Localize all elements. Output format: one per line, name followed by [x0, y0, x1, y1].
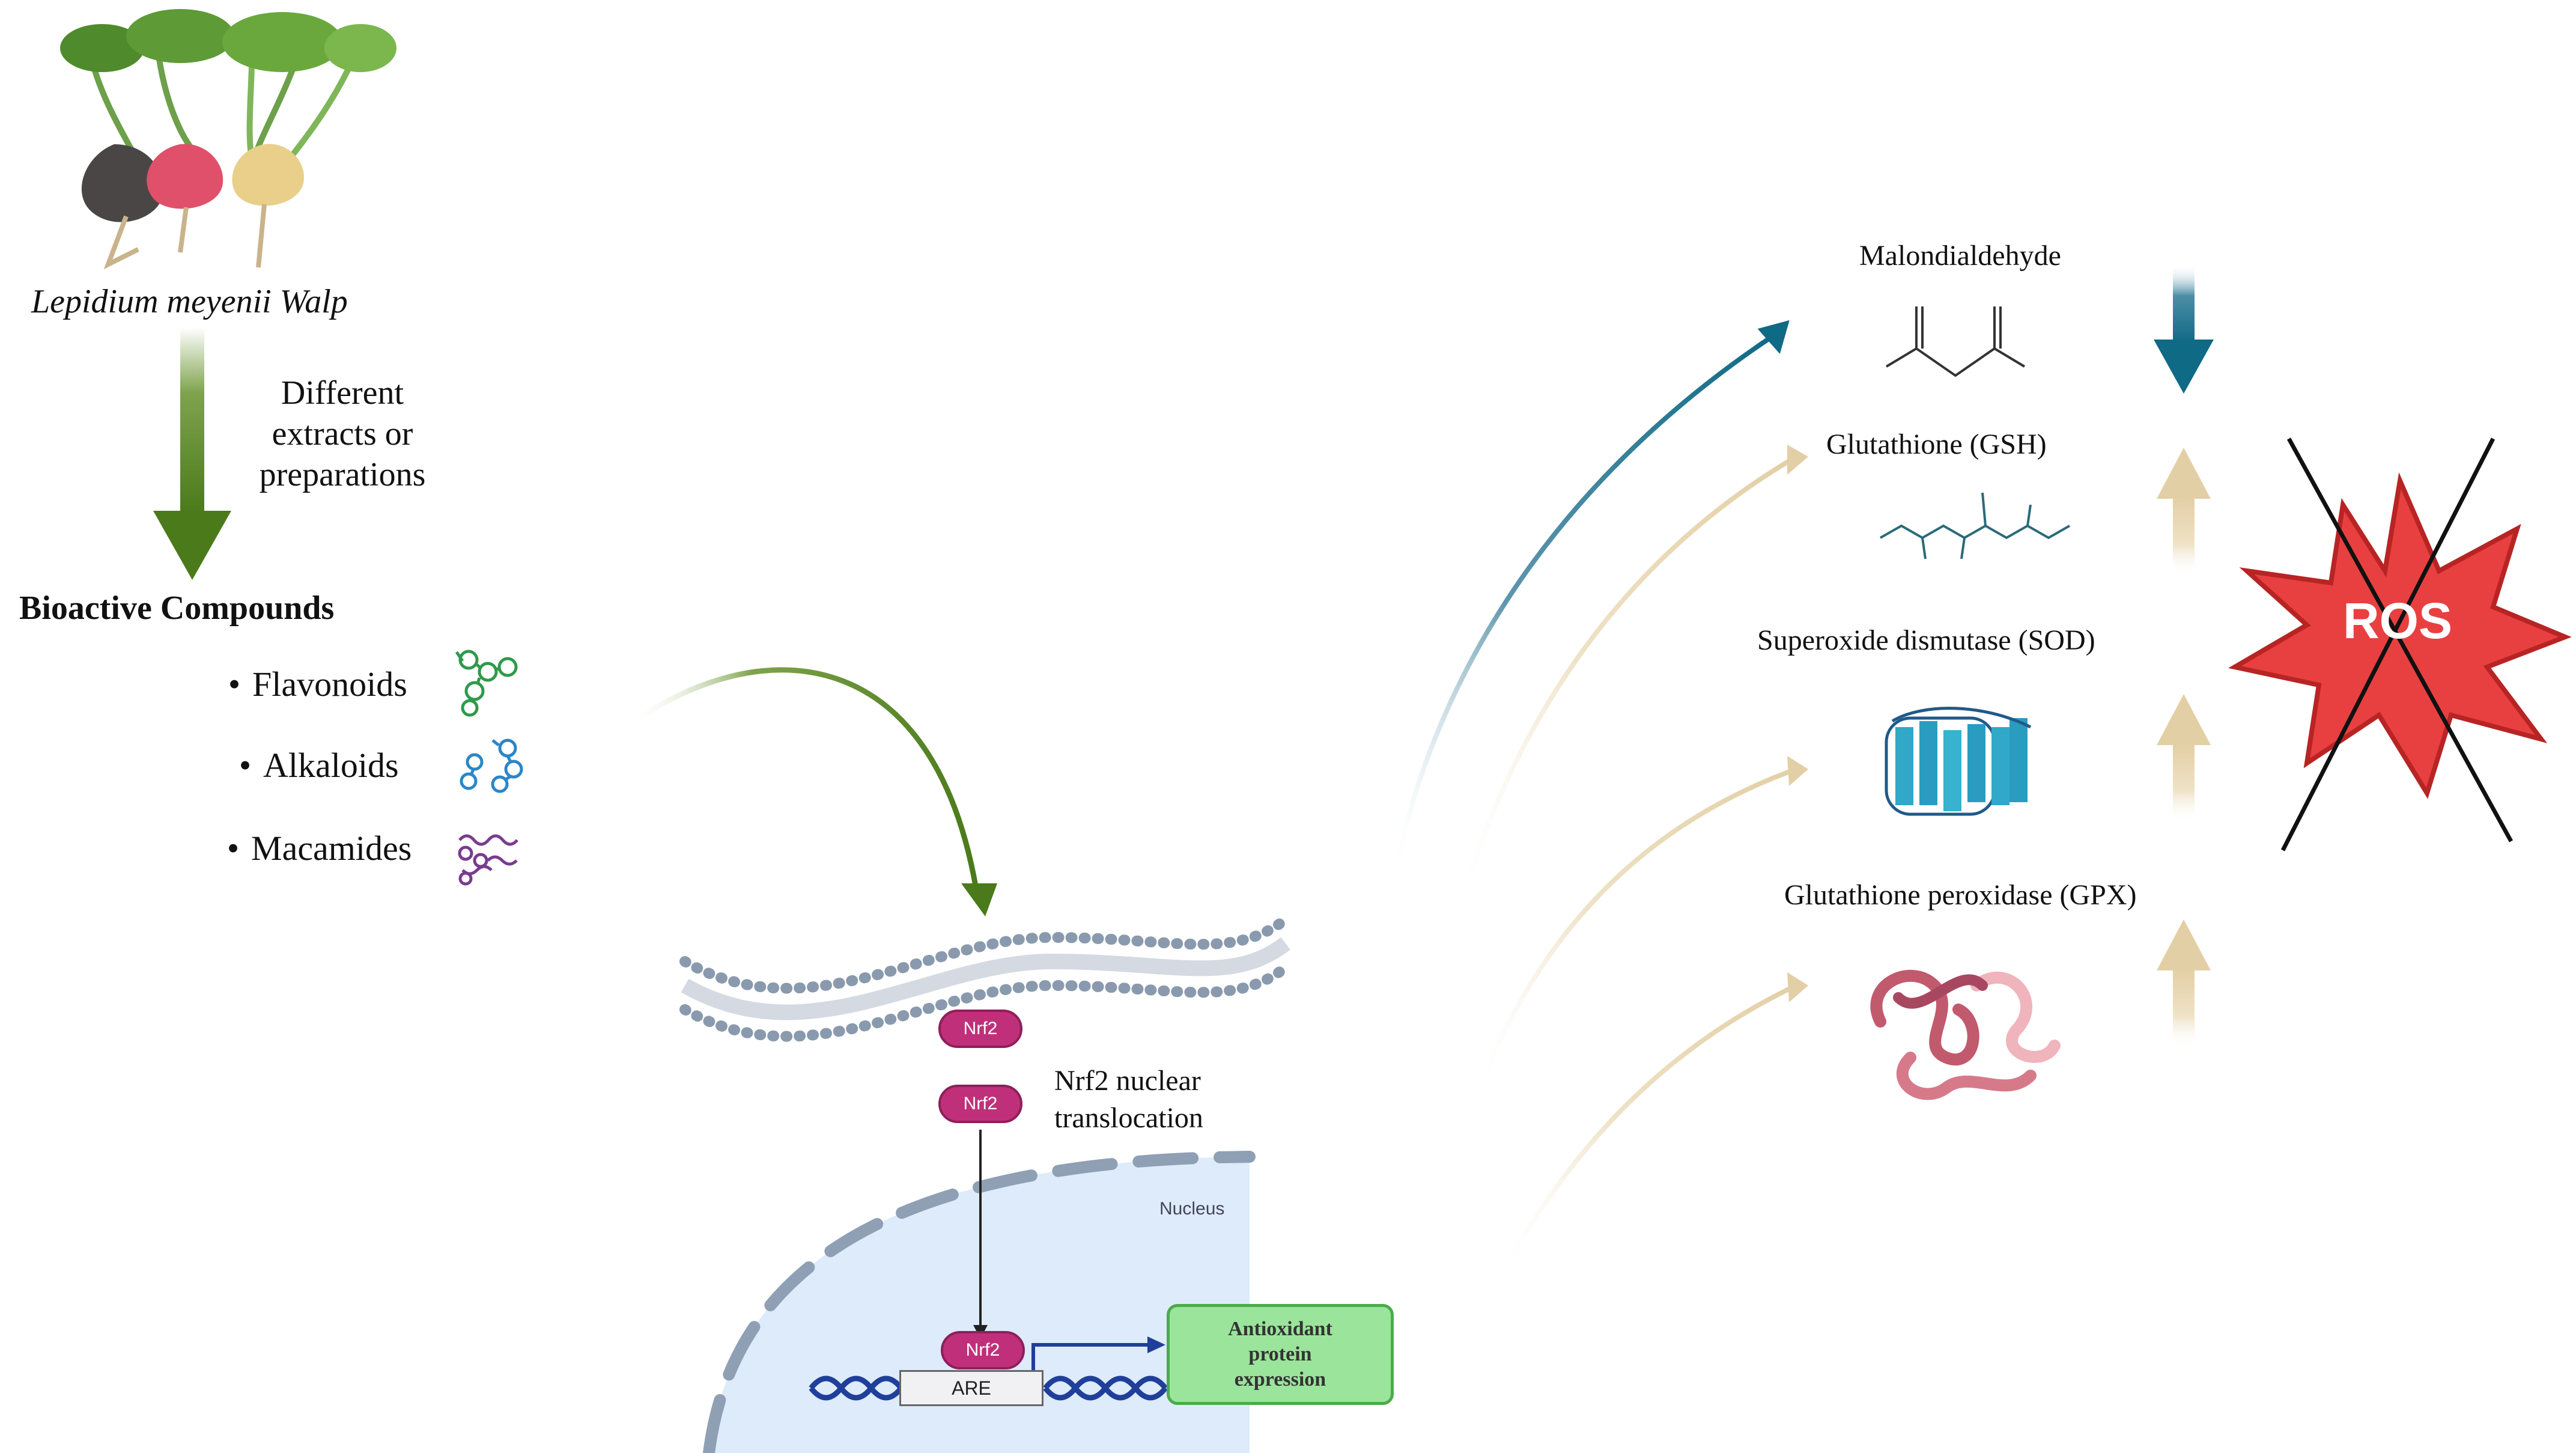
nrf2-cytoplasm: Nrf2	[938, 1010, 1022, 1048]
glutathione-structure	[1880, 492, 2070, 559]
expression-line-3: expression	[1234, 1368, 1326, 1391]
compound-item-flavonoids: • Flavonoids	[216, 664, 407, 704]
mda-decrease-arrow	[2154, 264, 2214, 394]
are-element: ARE	[899, 1370, 1043, 1406]
gpx-protein-structure	[1870, 969, 2061, 1100]
flavonoid-molecule-icon	[455, 650, 518, 717]
extraction-arrow	[153, 327, 231, 580]
dna-helix	[809, 1375, 1168, 1401]
ros-label: ROS	[2343, 592, 2453, 649]
antioxidant-expression-box: Antioxidant protein expression	[1167, 1304, 1394, 1405]
expression-line-1: Antioxidant	[1228, 1318, 1332, 1340]
cell-membrane	[679, 914, 1291, 1042]
nrf2-bound-are: Nrf2	[941, 1331, 1025, 1369]
translocation-caption-line-2: translocation	[1054, 1102, 1203, 1134]
malondialdehyde-structure	[1885, 306, 2026, 377]
expression-line-2: protein	[1248, 1343, 1312, 1365]
nrf2-translocating: Nrf2	[938, 1085, 1022, 1123]
marker-label-malondialdehyde: Malondialdehyde	[1859, 240, 2061, 272]
marker-arrows-fan	[1391, 320, 1808, 1275]
extraction-caption: Different extracts or preparations	[240, 373, 445, 495]
sod-protein-structure	[1885, 707, 2032, 816]
ros-crossed-out-mark	[2280, 437, 2514, 851]
bullet: •	[238, 746, 252, 785]
marker-label-gsh: Glutathione (GSH)	[1826, 428, 2047, 460]
compound-label: Flavonoids	[252, 665, 407, 704]
compound-item-alkaloids: • Alkaloids	[227, 745, 399, 785]
bullet: •	[228, 665, 241, 704]
extraction-caption-line-2: extracts or	[272, 415, 413, 452]
gpx-increase-arrow	[2157, 919, 2211, 1047]
translocation-caption-line-1: Nrf2 nuclear	[1054, 1065, 1201, 1097]
macamide-molecule-icon	[458, 834, 518, 886]
transcription-arrow	[1031, 1343, 1150, 1373]
extraction-caption-line-1: Different	[281, 374, 404, 412]
plant-name: Lepidium meyenii Walp	[31, 283, 348, 320]
marker-label-sod: Superoxide dismutase (SOD)	[1757, 624, 2095, 656]
compound-label: Macamides	[251, 829, 412, 868]
extraction-caption-line-3: preparations	[259, 456, 426, 493]
bullet: •	[226, 829, 240, 868]
translocation-caption: Nrf2 nuclear translocation	[1054, 1062, 1203, 1137]
marker-label-gpx: Glutathione peroxidase (GPX)	[1784, 879, 2137, 911]
compound-item-macamides: • Macamides	[215, 828, 412, 868]
nucleus-label: Nucleus	[1159, 1199, 1225, 1219]
alkaloid-molecule-icon	[460, 739, 523, 793]
compound-to-cell-arrow	[629, 667, 997, 916]
sod-increase-arrow	[2157, 694, 2211, 822]
gsh-increase-arrow	[2157, 448, 2211, 576]
bioactive-compounds-heading: Bioactive Compounds	[19, 589, 335, 627]
maca-plant-illustration	[60, 9, 396, 270]
compound-label: Alkaloids	[263, 746, 399, 785]
